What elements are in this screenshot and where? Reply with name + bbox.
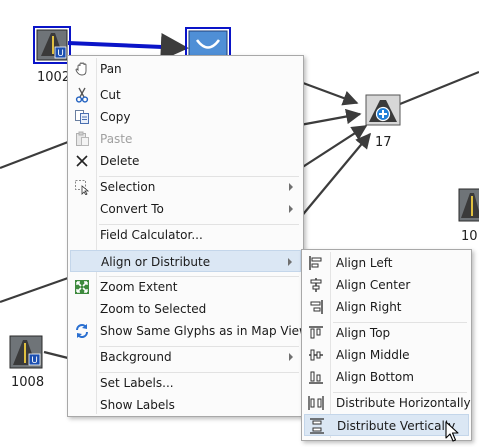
edge [399,70,479,106]
menu-item-label: Cut [100,88,121,102]
context-menu: Pan Cut Copy Paste Delete Selection Conv [67,55,309,417]
menu-separator [99,372,299,373]
menu-item-label: Align Center [336,278,411,292]
menu-item-label: Field Calculator... [100,228,203,242]
menu-item-label: Background [100,350,172,364]
node-partial-label: 10 [461,229,478,244]
menu-item-selection[interactable]: Selection [70,176,301,198]
menu-item-delete[interactable]: Delete [70,150,301,172]
node-1008-label: 1008 [11,375,45,390]
node-17-label: 17 [375,135,392,150]
menu-separator [333,322,467,323]
menu-item-label: Distribute Horizontally [336,396,471,410]
submenu-arrow-icon [289,353,293,361]
menu-item-align-bottom[interactable]: Align Bottom [304,366,469,388]
menu-separator [99,276,299,277]
menu-item-label: Show Labels [100,398,175,412]
selected-edge[interactable] [67,32,189,61]
menu-item-label: Paste [100,132,133,146]
edge [43,350,69,360]
align-center-icon [308,277,324,293]
distribute-horizontally-icon [308,395,324,411]
menu-item-label: Align Bottom [336,370,414,384]
menu-item-copy[interactable]: Copy [70,106,301,128]
menu-item-label: Align Left [336,256,393,270]
menu-item-field-calculator[interactable]: Field Calculator... [70,224,301,246]
menu-item-align-or-distribute[interactable]: Align or Distribute [70,250,301,272]
selection-icon [74,179,90,196]
selected-junction-glyph[interactable] [185,27,231,59]
menu-item-label: Convert To [100,202,164,216]
menu-item-show-same-glyphs[interactable]: Show Same Glyphs as in Map View [70,320,309,342]
menu-item-label: Pan [100,62,122,76]
svg-text:U: U [31,356,38,366]
menu-item-label: Align Right [336,300,402,314]
menu-item-align-top[interactable]: Align Top [304,322,469,344]
menu-item-distribute-vertically[interactable]: Distribute Vertically [304,414,469,436]
menu-item-align-middle[interactable]: Align Middle [304,344,469,366]
node-1002-label: 1002 [37,70,71,85]
menu-item-label: Show Same Glyphs as in Map View [100,324,309,338]
align-middle-icon [308,347,324,363]
edge [294,78,359,106]
diagram-edges [0,70,479,360]
menu-item-label: Set Labels... [100,376,174,390]
submenu-arrow-icon [289,183,293,191]
edge [299,108,362,127]
node-17-glyph[interactable] [365,94,401,126]
edge [297,125,368,171]
menu-item-zoom-extent[interactable]: Zoom Extent [70,276,301,298]
edge [0,276,69,304]
node-partial-right-glyph[interactable] [458,188,479,222]
menu-item-background[interactable]: Background [70,346,301,368]
menu-item-zoom-to-selected[interactable]: Zoom to Selected [70,298,301,320]
node-1008-glyph[interactable]: U [9,335,43,369]
delete-x-icon [74,153,90,169]
node-1002-glyph[interactable]: U [33,26,71,64]
submenu-arrow-icon [289,205,293,213]
hand-icon [74,61,90,77]
submenu-arrow-icon [288,258,292,266]
menu-item-set-labels[interactable]: Set Labels... [70,372,301,394]
menu-item-align-right[interactable]: Align Right [304,296,469,318]
zoom-extent-icon [74,279,90,295]
menu-item-label: Selection [100,180,156,194]
menu-separator [99,176,299,177]
menu-item-label: Zoom to Selected [100,302,207,316]
menu-item-pan[interactable]: Pan [70,58,301,80]
menu-item-align-center[interactable]: Align Center [304,274,469,296]
distribute-vertically-icon [309,418,325,434]
menu-item-label: Align Top [336,326,391,340]
menu-item-label: Align Middle [336,348,410,362]
menu-separator [99,346,299,347]
menu-item-label: Distribute Vertically [337,419,456,433]
menu-separator [333,392,467,393]
align-distribute-submenu: Align Left Align Center Align Right Alig… [301,249,472,441]
menu-item-convert-to[interactable]: Convert To [70,198,301,220]
align-bottom-icon [308,369,324,385]
align-left-icon [308,255,324,271]
menu-item-distribute-horizontally[interactable]: Distribute Horizontally [304,392,471,414]
menu-item-label: Zoom Extent [100,280,178,294]
menu-item-align-left[interactable]: Align Left [304,252,469,274]
align-top-icon [308,325,324,341]
mouse-cursor-icon [445,421,459,442]
svg-text:U: U [57,49,64,59]
menu-item-cut[interactable]: Cut [70,84,301,106]
menu-item-label: Copy [100,110,131,124]
menu-item-paste[interactable]: Paste [70,128,301,150]
menu-item-label: Delete [100,154,140,168]
paste-icon [74,131,90,147]
menu-item-show-labels[interactable]: Show Labels [70,394,301,416]
edge [0,140,69,170]
menu-separator [99,224,299,225]
edge [299,132,371,219]
scissors-icon [74,87,90,103]
copy-icon [74,109,90,125]
menu-item-label: Align or Distribute [101,255,211,269]
refresh-icon [74,323,90,339]
align-right-icon [308,299,324,315]
